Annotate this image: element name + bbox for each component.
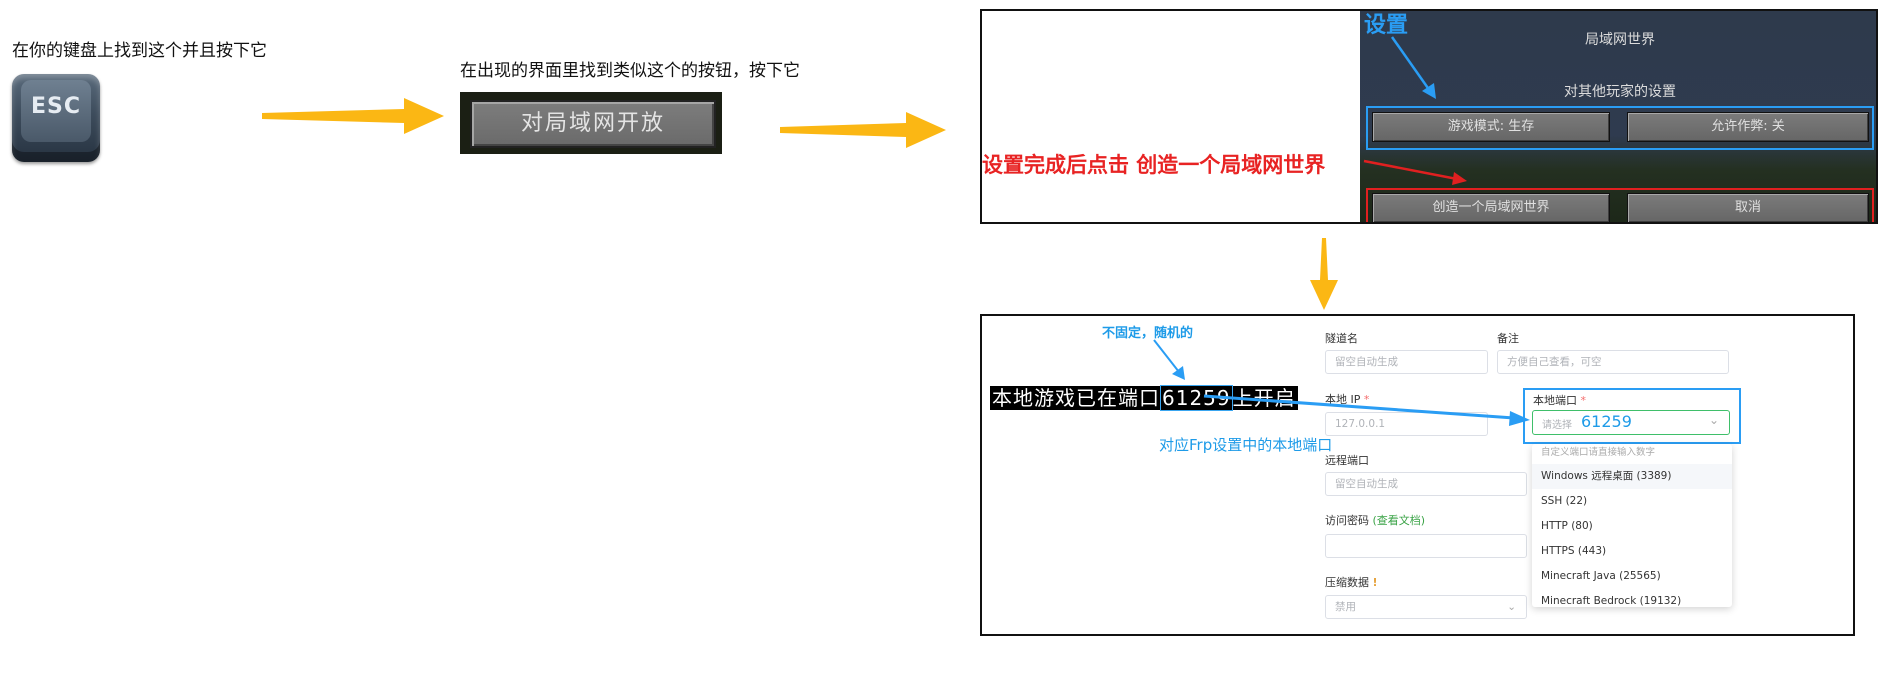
remark-label: 备注 xyxy=(1497,332,1519,345)
esc-key-label: ESC xyxy=(30,94,82,119)
chevron-down-icon: ⌄ xyxy=(1507,601,1516,613)
compress-select[interactable]: 禁用 ⌄ xyxy=(1325,595,1527,619)
dropdown-option-https[interactable]: HTTPS (443) xyxy=(1541,545,1607,557)
open-to-lan-example: 对局域网开放 xyxy=(460,92,722,154)
allow-cheats-button[interactable]: 允许作弊: 关 xyxy=(1627,112,1869,142)
dropdown-option-mc-bedrock[interactable]: Minecraft Bedrock (19132) xyxy=(1541,595,1682,607)
dropdown-hint: 自定义端口请直接输入数字 xyxy=(1541,447,1656,458)
cancel-button[interactable]: 取消 xyxy=(1627,193,1869,222)
local-port-label: 本地端口 * xyxy=(1533,394,1586,407)
tunnel-name-input[interactable]: 留空自动生成 xyxy=(1325,350,1488,374)
lan-world-screenshot: 局域网世界 对其他玩家的设置 游戏模式: 生存 允许作弊: 关 创造一个局域网世… xyxy=(980,9,1878,224)
arrow-down-icon xyxy=(1310,238,1338,310)
dropdown-option-http[interactable]: HTTP (80) xyxy=(1541,520,1593,532)
pointer-arrows xyxy=(1363,36,1467,185)
lan-world-title: 局域网世界 xyxy=(1585,32,1655,48)
lan-world-screen: 局域网世界 对其他玩家的设置 游戏模式: 生存 允许作弊: 关 创造一个局域网世… xyxy=(1360,11,1876,222)
password-input[interactable] xyxy=(1325,534,1527,558)
remote-port-label: 远程端口 xyxy=(1325,454,1369,467)
chevron-down-icon: ⌄ xyxy=(1708,413,1719,427)
create-instruction: 设置完成后点击 创造一个局域网世界 xyxy=(982,153,1326,177)
local-ip-label: 本地 IP * xyxy=(1325,393,1370,406)
docs-link[interactable]: (查看文档) xyxy=(1372,514,1426,527)
game-mode-button[interactable]: 游戏模式: 生存 xyxy=(1372,112,1610,142)
remote-port-input[interactable]: 留空自动生成 xyxy=(1325,472,1527,496)
step1-instruction: 在你的键盘上找到这个并且按下它 xyxy=(12,41,267,61)
local-port-select[interactable]: 请选择 61259 ⌄ xyxy=(1532,410,1730,435)
game-message-prefix: 本地游戏已在端口 xyxy=(992,386,1160,410)
step2-instruction: 在出现的界面里找到类似这个的按钮，按下它 xyxy=(460,61,800,81)
esc-key-icon: ESC xyxy=(12,74,100,162)
local-port-dropdown: 自定义端口请直接输入数字 Windows 远程桌面 (3389) SSH (22… xyxy=(1532,444,1732,607)
dropdown-option-ssh[interactable]: SSH (22) xyxy=(1541,495,1588,507)
annotation-arrows xyxy=(1153,339,1530,426)
create-lan-world-button[interactable]: 创造一个局域网世界 xyxy=(1372,193,1610,222)
port-mapping-note: 对应Frp设置中的本地端口 xyxy=(1159,436,1333,454)
arrow-right-icon xyxy=(262,98,444,134)
password-label: 访问密码 (查看文档) xyxy=(1325,514,1426,527)
tunnel-name-label: 隧道名 xyxy=(1325,332,1358,345)
compress-label: 压缩数据 ! xyxy=(1325,576,1378,589)
dropdown-option-rdp[interactable]: Windows 远程桌面 (3389) xyxy=(1532,464,1732,489)
create-highlight xyxy=(1366,188,1874,222)
local-port-placeholder: 请选择 xyxy=(1542,420,1572,431)
local-port-highlight xyxy=(1523,388,1741,444)
remark-input[interactable]: 方便自己查看，可空 xyxy=(1497,350,1729,374)
settings-highlight xyxy=(1366,106,1874,150)
open-to-lan-button[interactable]: 对局域网开放 xyxy=(470,100,716,148)
local-ip-input[interactable]: 127.0.0.1 xyxy=(1325,412,1488,436)
settings-label: 设置 xyxy=(1364,13,1409,38)
random-port-note: 不固定，随机的 xyxy=(1102,326,1194,341)
arrow-right-icon xyxy=(780,112,946,148)
dropdown-option-mc-java[interactable]: Minecraft Java (25565) xyxy=(1541,570,1661,582)
local-port-value: 61259 xyxy=(1581,412,1632,431)
lan-world-subtitle: 对其他玩家的设置 xyxy=(1564,84,1676,100)
